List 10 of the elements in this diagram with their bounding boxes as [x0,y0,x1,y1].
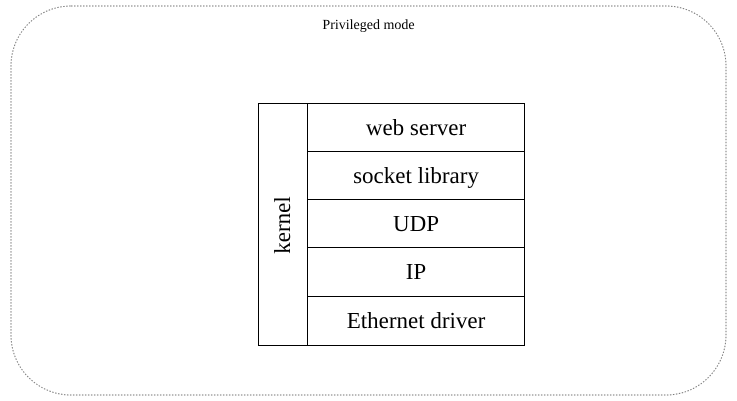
layer-label: web server [366,114,466,140]
layer-box [307,103,525,152]
layer-label: Ethernet driver [346,308,486,334]
layer-label: IP [406,259,426,285]
layer-box [307,296,525,346]
layer-label: kernel [270,196,296,254]
layer-label: UDP [393,210,439,236]
layer-label: socket library [353,162,479,188]
layer-box [258,103,308,346]
region-title: Privileged mode [322,18,415,34]
